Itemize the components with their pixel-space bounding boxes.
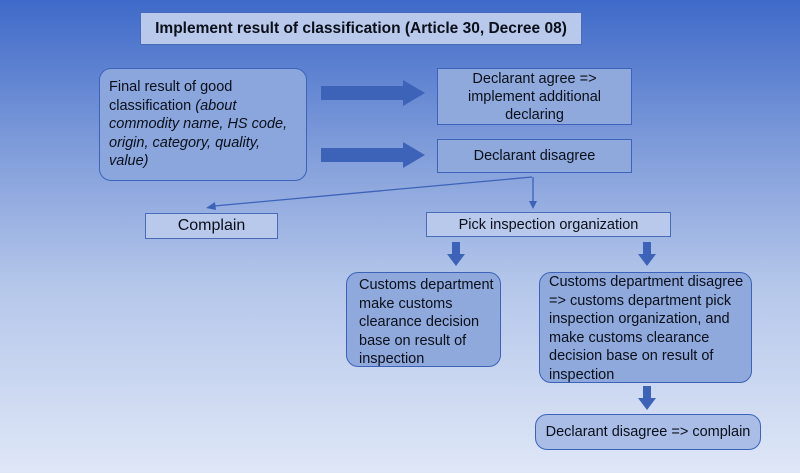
complain-text: Complain: [177, 217, 246, 234]
declarant-disagree-text: Declarant disagree: [473, 148, 596, 164]
customs-make-decision-box: Customs department make customs clearanc…: [346, 272, 501, 367]
customs-make-decision-text: Customs department make customs clearanc…: [359, 277, 494, 368]
final-result-text: Final result of good classification: [109, 79, 233, 114]
final-complain-box: Declarant disagree => complain: [535, 414, 761, 450]
pick-inspection-text: Pick inspection organization: [458, 216, 639, 233]
customs-disagree-box: Customs department disagree => customs d…: [539, 272, 752, 383]
declarant-agree-text: Declarant agree => implement additional …: [468, 70, 601, 123]
block-arrow-to-customs-make: [447, 242, 465, 266]
block-arrow-to-disagree: [321, 142, 425, 168]
block-arrow-to-final-complain: [638, 386, 656, 410]
complain-box: Complain: [145, 213, 278, 239]
declarant-agree-box: Declarant agree => implement additional …: [437, 68, 632, 125]
arrowhead-pick: [529, 201, 537, 209]
final-complain-text: Declarant disagree => complain: [545, 424, 751, 440]
block-arrow-to-customs-disagree: [638, 242, 656, 266]
arrowhead-complain: [206, 202, 216, 210]
block-arrow-to-agree: [321, 80, 425, 106]
pick-inspection-box: Pick inspection organization: [426, 212, 671, 237]
connector-disagree-to-complain: [213, 176, 533, 207]
final-result-box: Final result of good classification (abo…: [99, 68, 307, 181]
final-result-note: (about commodity name, HS code, origin, …: [109, 97, 288, 170]
diagram-title: Implement result of classification (Arti…: [140, 12, 582, 45]
customs-disagree-text: Customs department disagree => customs d…: [549, 274, 744, 383]
declarant-disagree-box: Declarant disagree: [437, 139, 632, 173]
